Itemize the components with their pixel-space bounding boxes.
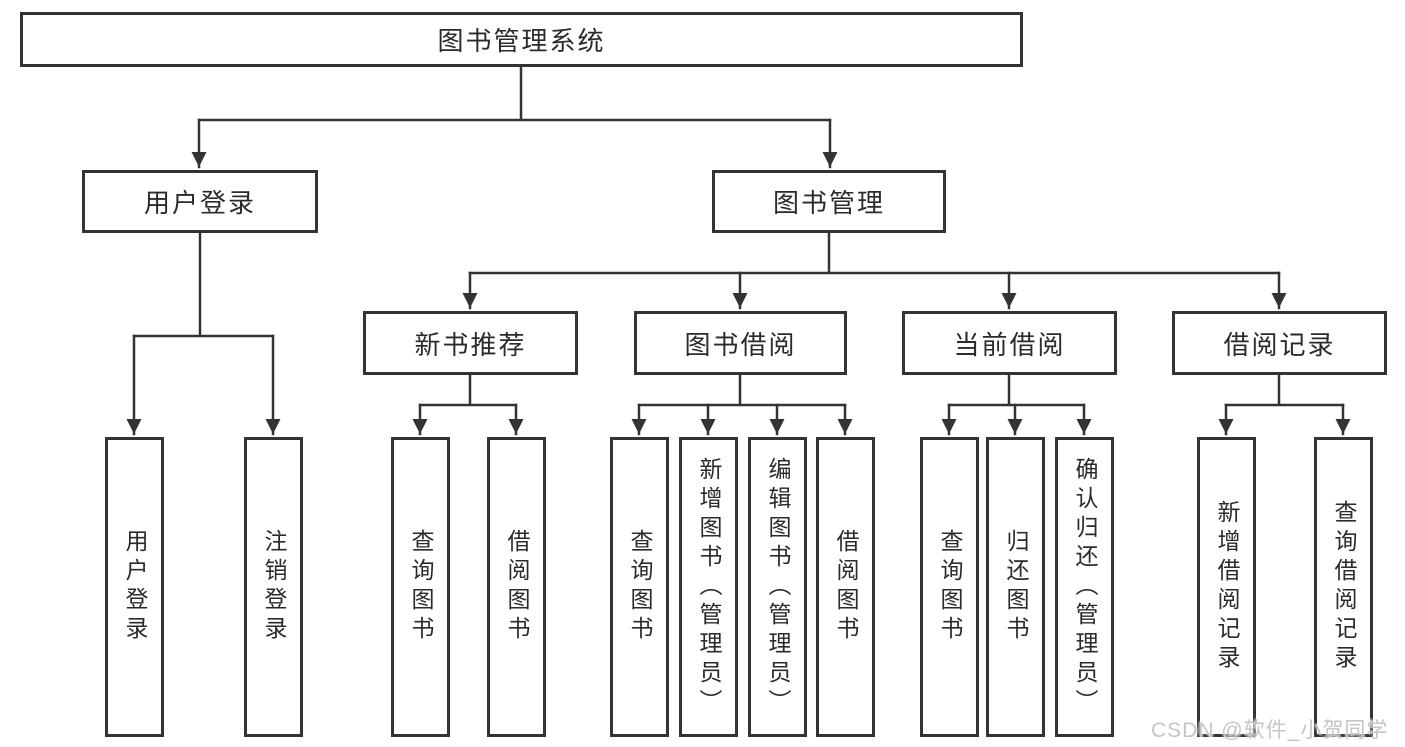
leaf-user-login: 用户登录 bbox=[105, 437, 164, 737]
leaf-add-book-admin-label: 新增图书（管理员） bbox=[696, 456, 722, 718]
node-borrowing-records-label: 借阅记录 bbox=[1223, 329, 1336, 360]
leaf-edit-book-admin: 编辑图书（管理员） bbox=[748, 437, 807, 737]
leaf-borrow-books-recommend-label: 借阅图书 bbox=[504, 529, 530, 645]
node-book-borrowing: 图书借阅 bbox=[634, 311, 847, 375]
leaf-return-books: 归还图书 bbox=[986, 437, 1045, 737]
leaf-query-books-borrowing: 查询图书 bbox=[610, 437, 669, 737]
leaf-logout-label: 注销登录 bbox=[261, 529, 287, 645]
node-user-login: 用户登录 bbox=[82, 170, 318, 233]
leaf-borrow-books-recommend: 借阅图书 bbox=[487, 437, 546, 737]
node-borrowing-records: 借阅记录 bbox=[1172, 311, 1387, 375]
node-new-book-recommendation: 新书推荐 bbox=[363, 311, 578, 375]
node-new-book-recommendation-label: 新书推荐 bbox=[414, 329, 527, 360]
leaf-return-books-label: 归还图书 bbox=[1003, 529, 1029, 645]
leaf-query-books-current: 查询图书 bbox=[920, 437, 979, 737]
node-book-management-label: 图书管理 bbox=[772, 188, 885, 218]
node-root: 图书管理系统 bbox=[20, 12, 1023, 67]
leaf-query-books-borrowing-label: 查询图书 bbox=[627, 529, 653, 645]
leaf-confirm-return-admin-label: 确认归还（管理员） bbox=[1072, 456, 1098, 718]
leaf-add-book-admin: 新增图书（管理员） bbox=[679, 437, 738, 737]
leaf-query-borrow-record: 查询借阅记录 bbox=[1314, 437, 1373, 737]
leaf-query-books-current-label: 查询图书 bbox=[937, 529, 963, 645]
leaf-query-books-recommend: 查询图书 bbox=[391, 437, 450, 737]
leaf-add-borrow-record-label: 新增借阅记录 bbox=[1214, 500, 1240, 674]
node-book-borrowing-label: 图书借阅 bbox=[684, 329, 797, 360]
leaf-borrow-books-borrowing: 借阅图书 bbox=[816, 437, 875, 737]
leaf-confirm-return-admin: 确认归还（管理员） bbox=[1055, 437, 1114, 737]
leaf-logout: 注销登录 bbox=[244, 437, 303, 737]
leaf-query-books-recommend-label: 查询图书 bbox=[408, 529, 434, 645]
node-user-login-label: 用户登录 bbox=[143, 188, 256, 218]
leaf-add-borrow-record: 新增借阅记录 bbox=[1197, 437, 1256, 737]
node-current-borrowing: 当前借阅 bbox=[902, 311, 1117, 375]
node-current-borrowing-label: 当前借阅 bbox=[953, 329, 1066, 360]
watermark: CSDN @软件_小贺同学 bbox=[1151, 719, 1389, 742]
leaf-borrow-books-borrowing-label: 借阅图书 bbox=[833, 529, 859, 645]
node-root-label: 图书管理系统 bbox=[437, 26, 606, 56]
leaf-user-login-label: 用户登录 bbox=[122, 529, 148, 645]
node-book-management: 图书管理 bbox=[712, 170, 946, 233]
leaf-edit-book-admin-label: 编辑图书（管理员） bbox=[765, 456, 791, 718]
leaf-query-borrow-record-label: 查询借阅记录 bbox=[1331, 500, 1357, 674]
